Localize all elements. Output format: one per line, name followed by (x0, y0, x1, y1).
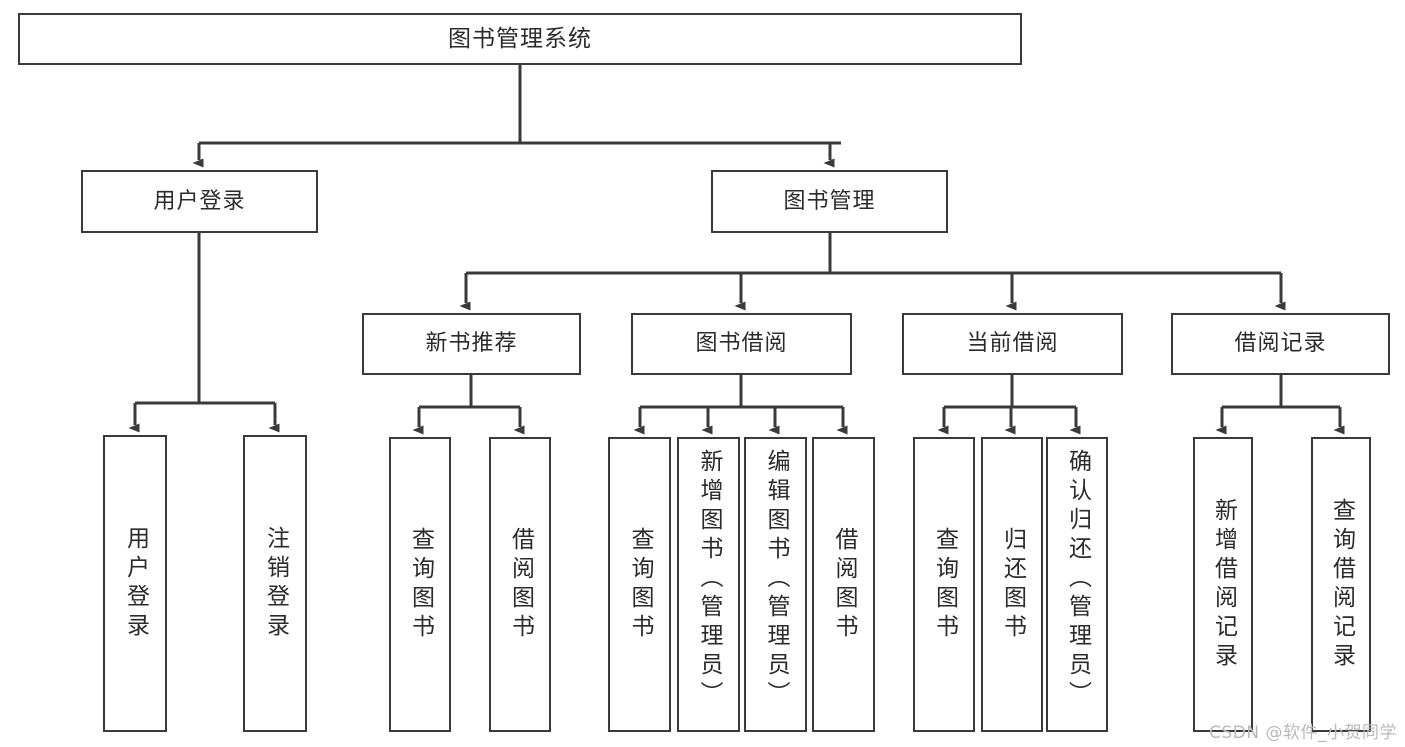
node-user-login-label: 用户登录 (153, 188, 246, 214)
node-new-book-recommend[interactable]: 新书推荐 (362, 313, 581, 375)
leaf-edit-book-admin[interactable]: 编辑图书（管理员） (744, 437, 807, 732)
leaf-confirm-return-admin-label: 确认归还（管理员） (1064, 449, 1091, 710)
leaf-add-book-admin-label: 新增图书（管理员） (696, 449, 722, 710)
leaf-return-book-label: 归还图书 (999, 526, 1026, 643)
node-current-borrow-label: 当前借阅 (966, 331, 1059, 357)
node-root[interactable]: 图书管理系统 (18, 13, 1022, 65)
leaf-user-login-label: 用户登录 (122, 525, 149, 642)
leaf-borrow-book[interactable]: 借阅图书 (812, 437, 875, 732)
node-book-management[interactable]: 图书管理 (711, 170, 948, 233)
node-root-label: 图书管理系统 (448, 25, 592, 52)
leaf-new-book-query-label: 查询图书 (407, 526, 434, 643)
leaf-current-query-book-label: 查询图书 (931, 526, 958, 643)
leaf-confirm-return-admin[interactable]: 确认归还（管理员） (1046, 437, 1108, 732)
node-book-borrow-label: 图书借阅 (695, 331, 788, 357)
leaf-current-query-book[interactable]: 查询图书 (913, 437, 975, 732)
leaf-logout[interactable]: 注销登录 (243, 435, 307, 732)
leaf-new-book-query[interactable]: 查询图书 (389, 437, 451, 732)
leaf-add-book-admin[interactable]: 新增图书（管理员） (677, 437, 740, 732)
leaf-borrow-book-label: 借阅图书 (831, 526, 857, 643)
leaf-return-book[interactable]: 归还图书 (981, 437, 1043, 732)
leaf-borrow-query-book-label: 查询图书 (627, 526, 653, 643)
leaf-new-book-borrow-label: 借阅图书 (507, 526, 534, 643)
leaf-user-login[interactable]: 用户登录 (103, 435, 167, 732)
leaf-add-borrow-record-label: 新增借阅记录 (1210, 497, 1237, 672)
leaf-query-borrow-record-label: 查询借阅记录 (1328, 497, 1355, 672)
node-borrow-record[interactable]: 借阅记录 (1171, 313, 1390, 375)
leaf-new-book-borrow[interactable]: 借阅图书 (489, 437, 551, 732)
watermark: CSDN @软件_小贺同学 (1209, 723, 1397, 743)
node-book-management-label: 图书管理 (783, 188, 876, 214)
leaf-query-borrow-record[interactable]: 查询借阅记录 (1311, 437, 1371, 732)
node-borrow-record-label: 借阅记录 (1234, 331, 1327, 357)
node-current-borrow[interactable]: 当前借阅 (902, 313, 1123, 375)
leaf-edit-book-admin-label: 编辑图书（管理员） (763, 449, 789, 710)
leaf-borrow-query-book[interactable]: 查询图书 (608, 437, 671, 732)
node-book-borrow[interactable]: 图书借阅 (631, 313, 852, 375)
node-new-book-recommend-label: 新书推荐 (425, 331, 518, 357)
node-user-login[interactable]: 用户登录 (81, 170, 318, 233)
leaf-add-borrow-record[interactable]: 新增借阅记录 (1193, 437, 1253, 732)
leaf-logout-label: 注销登录 (262, 525, 289, 642)
